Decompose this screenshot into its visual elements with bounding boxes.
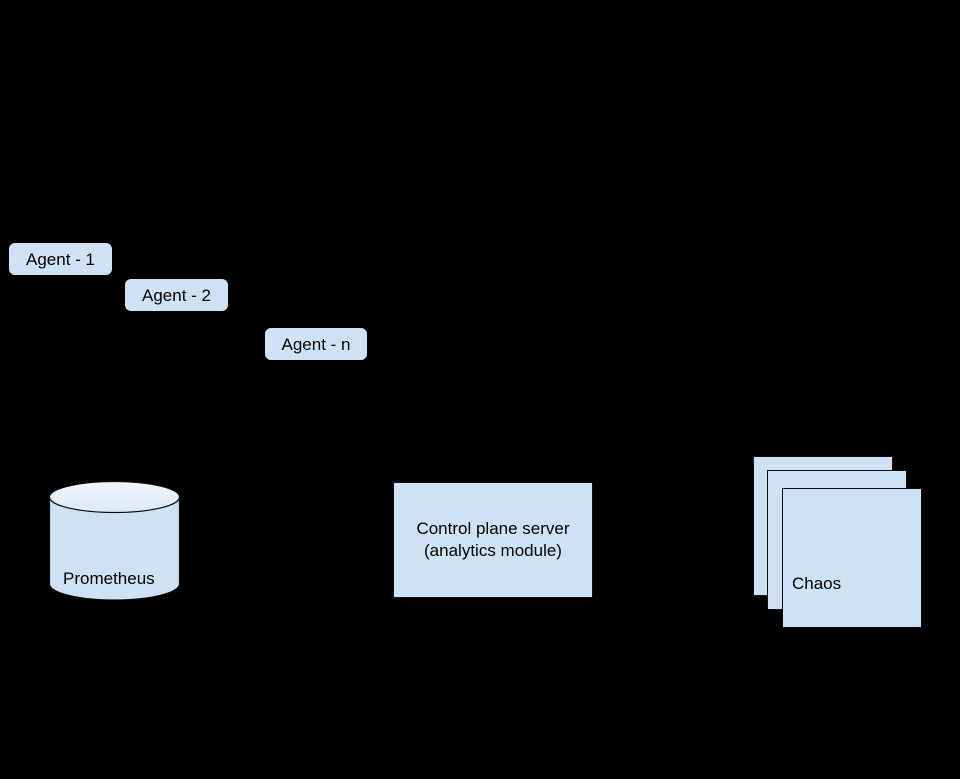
diagram-canvas: Agent - 1 Agent - 2 Agent - n — [8, 242, 922, 731]
control-plane-server-label-line1: Control plane server — [416, 519, 570, 538]
chaos-dashboards-label-line1: Chaos — [792, 574, 842, 593]
prometheus-tsdb-label-line2: TSDB — [63, 635, 109, 654]
agent-1-label: Agent - 1 — [26, 249, 95, 269]
chaos-dashboards-label-line3: dashboards — [792, 712, 881, 731]
chaos-dashboards-label-line2: interleaved — [792, 643, 876, 662]
agent-2-label: Agent - 2 — [142, 285, 211, 305]
node-agent-2[interactable]: Agent - 2 — [124, 278, 229, 312]
chaos-dashboards-label: Chaos interleaved dashboards — [792, 526, 881, 779]
cylinder-shape — [49, 481, 180, 600]
agent-n-label: Agent - n — [281, 334, 351, 354]
node-control-plane-server[interactable]: Control plane server (analytics module) — [393, 482, 593, 598]
node-agent-1[interactable]: Agent - 1 — [8, 242, 113, 276]
prometheus-tsdb-label-line1: Prometheus — [63, 569, 155, 588]
node-chaos-interleaved-dashboards[interactable]: Chaos interleaved dashboards — [753, 456, 922, 731]
node-prometheus-tsdb[interactable]: Prometheus TSDB — [49, 481, 180, 654]
node-agent-n[interactable]: Agent - n — [264, 327, 368, 361]
prometheus-tsdb-label: Prometheus TSDB — [63, 524, 155, 700]
dashboard-sheet-front[interactable] — [782, 488, 922, 628]
control-plane-server-label-line2: (analytics module) — [424, 541, 562, 560]
